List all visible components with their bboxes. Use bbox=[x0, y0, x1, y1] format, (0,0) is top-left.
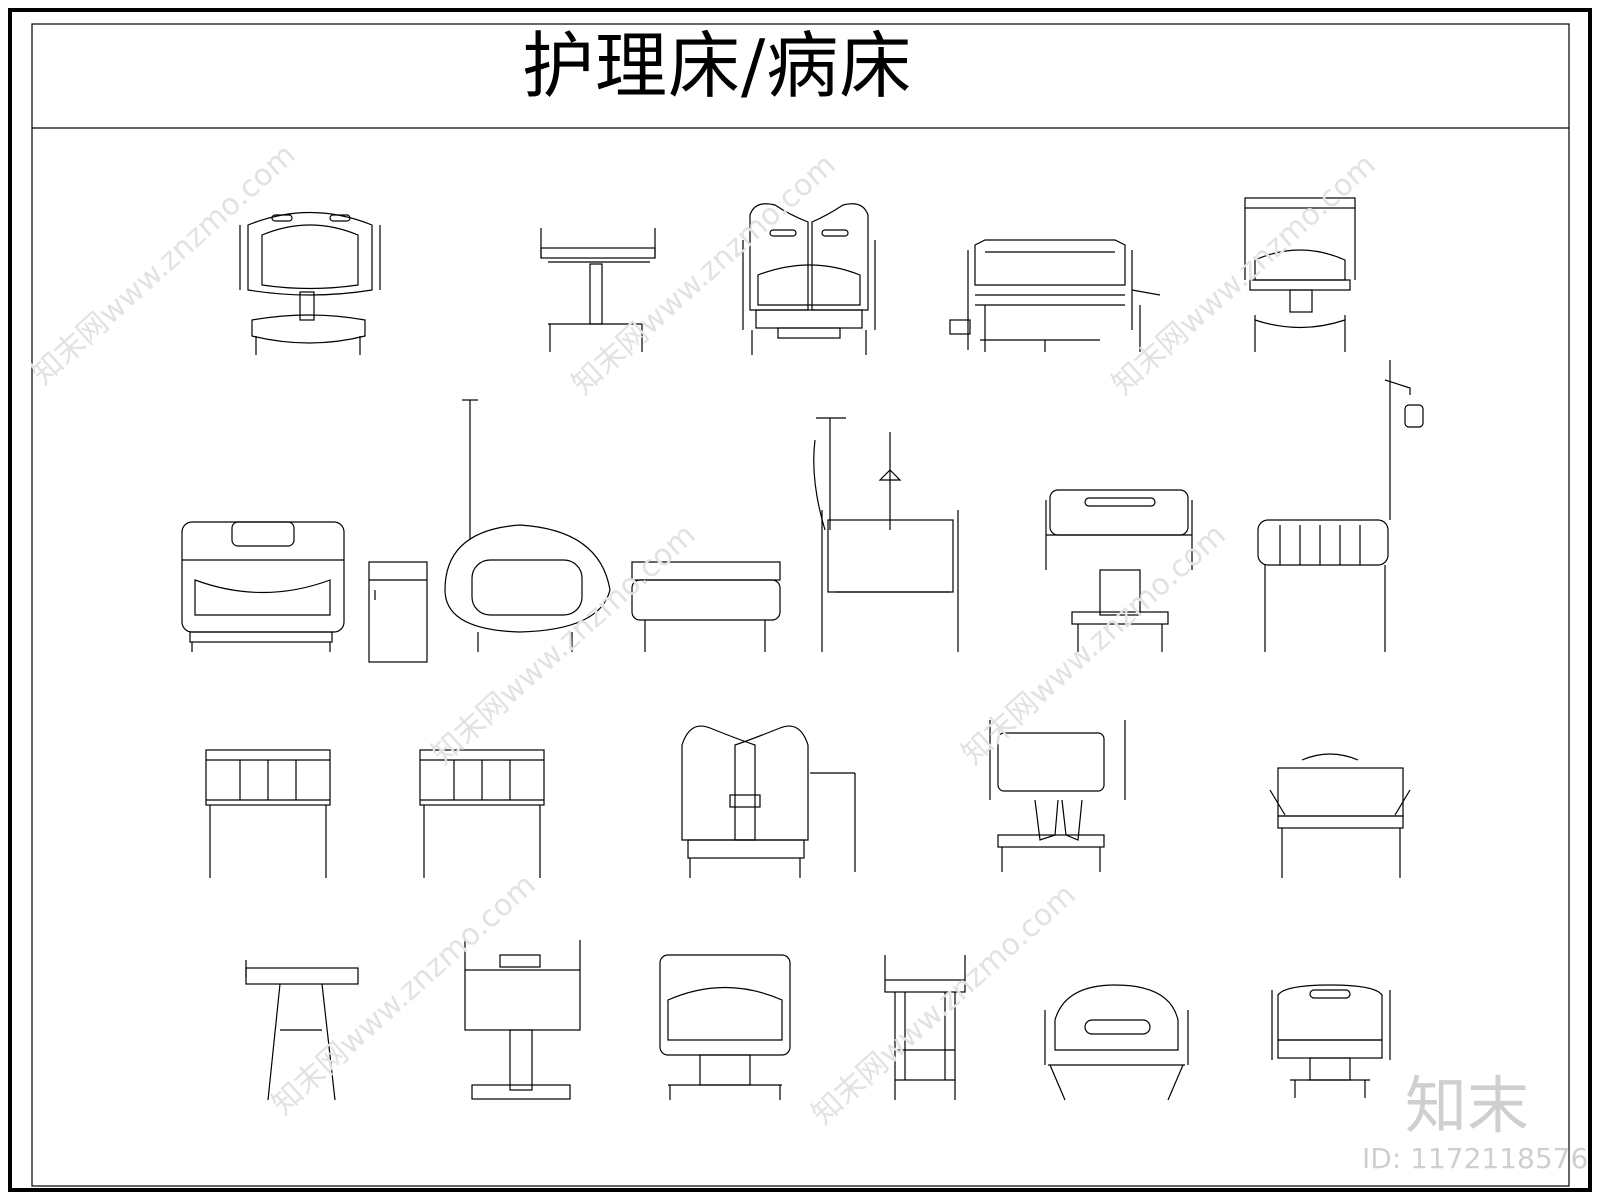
bed-r1-4 bbox=[949, 239, 1161, 352]
bedside-cabinet bbox=[368, 561, 428, 663]
bed-r4-2 bbox=[464, 940, 581, 1100]
bed-r2-3 bbox=[631, 561, 781, 652]
bed-r2-1 bbox=[181, 521, 345, 652]
outer-border bbox=[8, 8, 1592, 1192]
bed-r4-1 bbox=[245, 960, 359, 1101]
bed-r1-3 bbox=[742, 203, 876, 355]
bed-r2-6 bbox=[1257, 360, 1424, 652]
bed-r1-1 bbox=[239, 211, 381, 355]
bed-r2-5 bbox=[1045, 489, 1193, 652]
bed-r3-3 bbox=[681, 725, 856, 878]
bed-r4-4 bbox=[884, 955, 966, 1100]
inner-border bbox=[31, 23, 1570, 1187]
bed-r3-5 bbox=[1269, 753, 1411, 878]
drawing-id: ID: 1172118576 bbox=[1362, 1142, 1589, 1175]
bed-r4-6 bbox=[1271, 984, 1391, 1098]
brand-logo: 知末 bbox=[1405, 1069, 1530, 1142]
bed-r1-2 bbox=[540, 228, 656, 352]
bed-r3-1 bbox=[205, 749, 331, 878]
bed-r1-5 bbox=[1244, 197, 1356, 352]
page-title: 护理床/病床 bbox=[522, 24, 913, 108]
bed-r3-2 bbox=[419, 749, 545, 878]
bed-r2-2 bbox=[444, 399, 611, 652]
bed-r4-3 bbox=[659, 954, 791, 1100]
bed-r4-5 bbox=[1044, 984, 1189, 1101]
bed-r3-4 bbox=[989, 720, 1126, 872]
bed-r2-4 bbox=[813, 417, 959, 652]
